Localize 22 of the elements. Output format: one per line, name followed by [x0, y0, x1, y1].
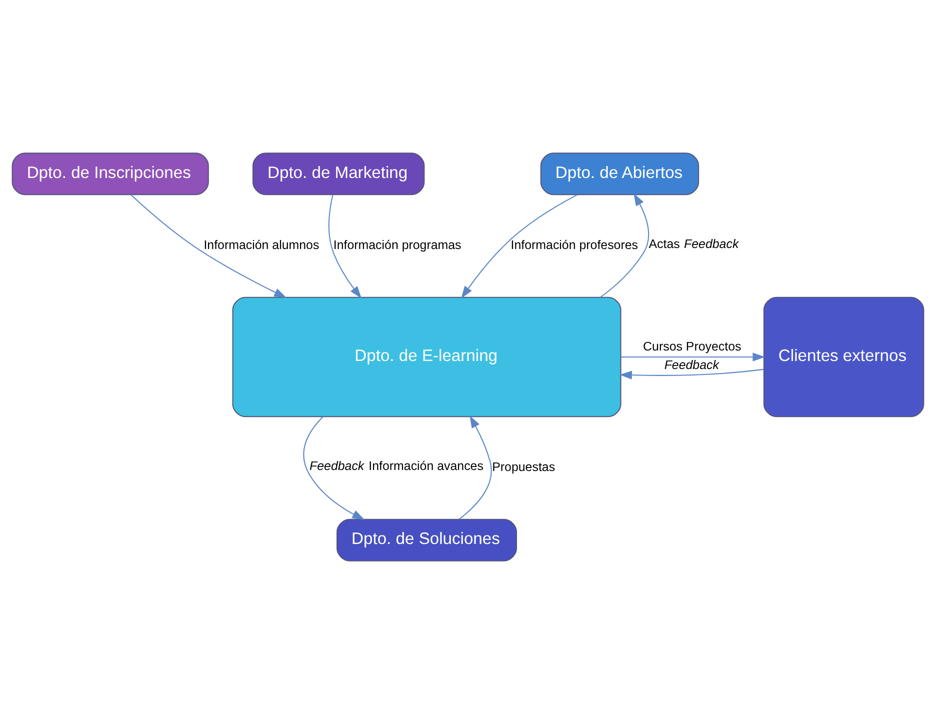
arrow — [130, 194, 287, 298]
arrow — [458, 414, 492, 520]
arrow — [619, 368, 764, 379]
edge-label: Feedback Información avances — [310, 458, 484, 473]
node-box: Dpto. de E-learning — [232, 296, 622, 417]
arrow — [600, 192, 650, 298]
node-box: Dpto. de Marketing — [252, 152, 425, 195]
arrow — [303, 416, 365, 520]
edge-label: Información profesores — [510, 238, 638, 252]
arrow — [620, 352, 766, 361]
edge-label: Información alumnos — [204, 238, 320, 252]
arrow — [461, 194, 578, 298]
node-box: Dpto. de Inscripciones — [12, 152, 209, 195]
edge-label: Información programas — [333, 238, 462, 252]
node-box: Dpto. de Abiertos — [540, 152, 700, 195]
edge-label: Actas Feedback — [648, 236, 739, 251]
node-box: Clientes externos — [763, 296, 924, 417]
edge-label: Cursos Proyectos — [643, 338, 742, 353]
edge-label: Feedback — [664, 358, 719, 372]
edge-label: Propuestas — [492, 460, 556, 474]
arrow — [328, 194, 362, 298]
node-box: Dpto. de Soluciones — [336, 518, 518, 561]
